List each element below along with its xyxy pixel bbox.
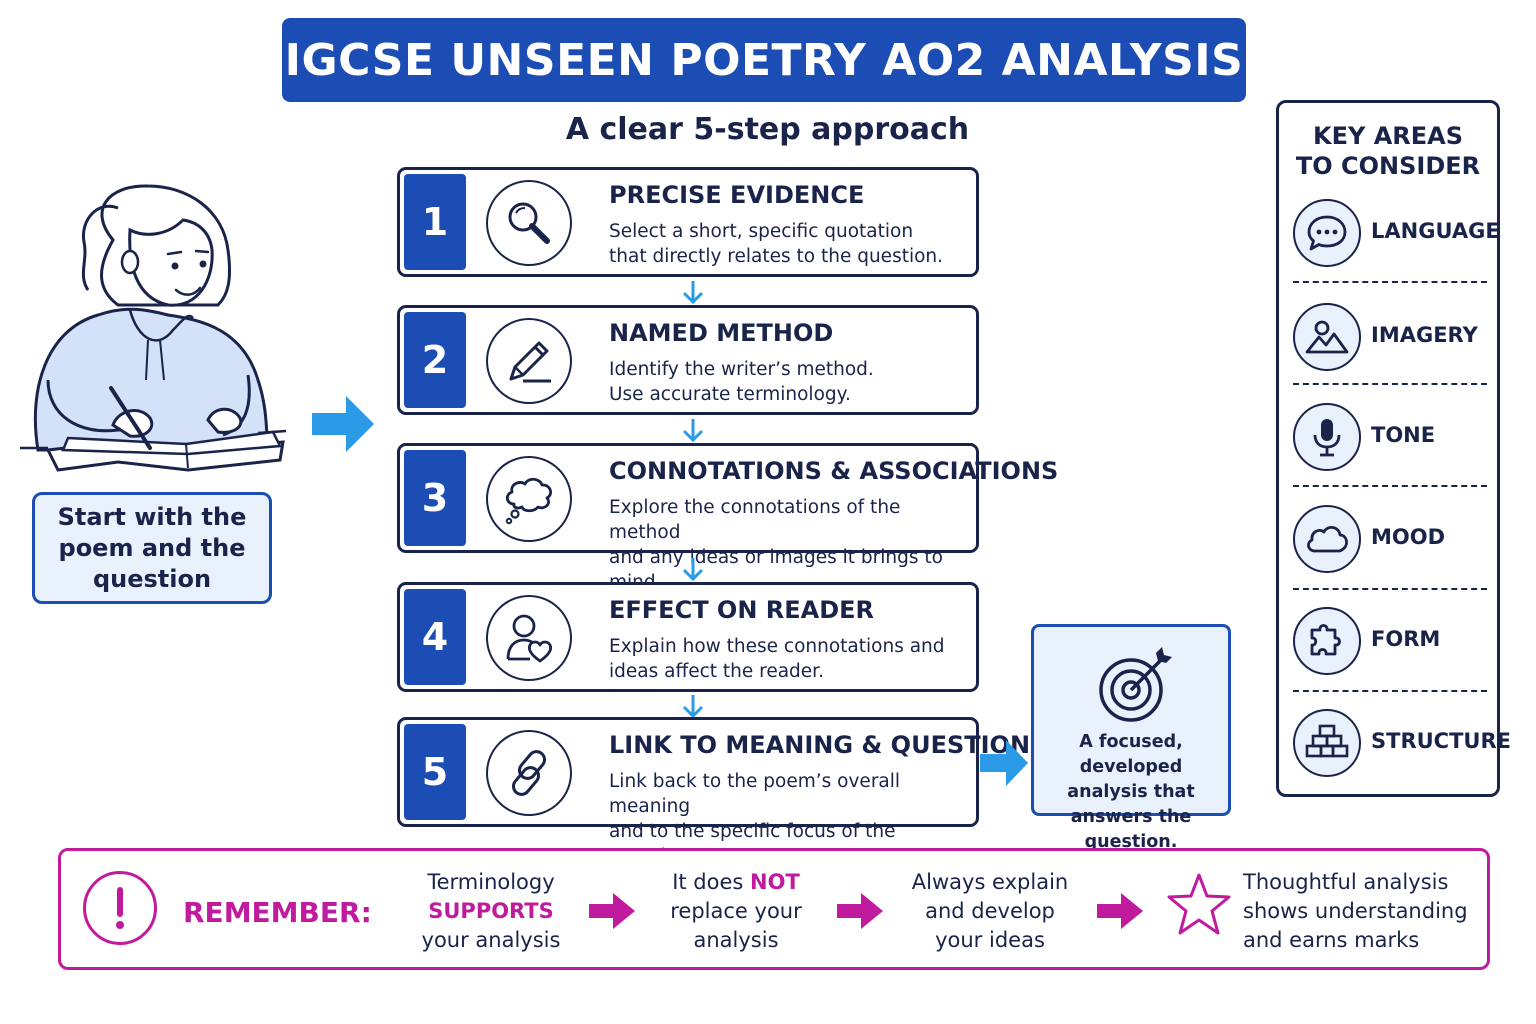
key-area-label: FORM	[1371, 627, 1441, 651]
arrow-right-icon	[837, 893, 883, 929]
start-text: Start with the poem and the question	[57, 502, 247, 593]
remember-point-1: Terminology SUPPORTS your analysis	[421, 870, 561, 952]
speech-bubble-icon	[1293, 199, 1361, 267]
result-box: A focused, developed analysis that answe…	[1031, 624, 1231, 852]
magnifying-glass-icon	[486, 180, 572, 266]
key-area-label: STRUCTURE	[1371, 729, 1511, 753]
cloud-icon	[1293, 505, 1361, 573]
student-writing-illustration	[20, 184, 287, 472]
key-area-tone: TONE	[1291, 403, 1491, 475]
key-area-form: FORM	[1291, 607, 1491, 679]
target-icon	[1099, 647, 1172, 722]
blocks-icon	[1293, 709, 1361, 777]
step-title: CONNOTATIONS & ASSOCIATIONS	[609, 457, 1059, 485]
key-area-label: MOOD	[1371, 525, 1446, 549]
step-number: 1	[404, 174, 466, 270]
image-icon	[1293, 303, 1361, 371]
remember-point-2: It does NOT replace your analysis	[670, 870, 802, 952]
step-description: Identify the writer’s method.Use accurat…	[609, 359, 874, 405]
subtitle: A clear 5-step approach	[565, 112, 970, 147]
arrow-right-icon	[1097, 893, 1143, 929]
step-2: 2 NAMED METHOD Identify the writer’s met…	[397, 305, 979, 415]
star-icon	[1167, 873, 1231, 935]
key-area-label: LANGUAGE	[1371, 219, 1500, 243]
puzzle-icon	[1293, 607, 1361, 675]
exclamation-icon	[83, 871, 157, 945]
step-3: 3 CONNOTATIONS & ASSOCIATIONS Explore th…	[397, 443, 1058, 593]
reader-heart-icon	[486, 595, 572, 681]
chain-link-icon	[486, 730, 572, 816]
key-area-structure: STRUCTURE	[1291, 709, 1511, 781]
step-number: 5	[404, 724, 466, 820]
arrow-down-icon	[682, 558, 704, 582]
divider	[1293, 690, 1487, 692]
step-1: 1 PRECISE EVIDENCE Select a short, speci…	[397, 167, 979, 277]
step-title: PRECISE EVIDENCE	[609, 181, 865, 209]
key-area-imagery: IMAGERY	[1291, 303, 1491, 375]
page-title: IGCSE UNSEEN POETRY AO2 ANALYSIS	[284, 34, 1244, 86]
step-number: 2	[404, 312, 466, 408]
key-area-mood: MOOD	[1291, 505, 1491, 577]
thought-bubble-icon	[486, 456, 572, 542]
divider	[1293, 588, 1487, 590]
divider	[1293, 383, 1487, 385]
divider	[1293, 281, 1487, 283]
result-text: A focused, developed analysis that answe…	[1067, 732, 1195, 852]
step-5: 5 LINK TO MEANING & QUESTION Link back t…	[397, 717, 1030, 867]
step-number: 4	[404, 589, 466, 685]
arrow-down-icon	[682, 281, 704, 305]
arrow-right-icon	[589, 893, 635, 929]
remember-point-4: Thoughtful analysis shows understanding …	[1243, 870, 1468, 952]
arrow-right-icon	[312, 396, 374, 452]
key-area-label: TONE	[1371, 423, 1436, 447]
step-title: LINK TO MEANING & QUESTION	[609, 731, 1031, 759]
remember-point-3: Always explain and develop your ideas	[911, 870, 1069, 952]
arrow-right-icon	[980, 740, 1028, 786]
title-banner: IGCSE UNSEEN POETRY AO2 ANALYSIS	[282, 18, 1246, 102]
step-title: NAMED METHOD	[609, 319, 834, 347]
remember-label: REMEMBER:	[183, 896, 372, 929]
remember-bar: REMEMBER: Terminology SUPPORTS your anal…	[58, 848, 1490, 970]
divider	[1293, 485, 1487, 487]
key-area-label: IMAGERY	[1371, 323, 1478, 347]
step-title: EFFECT ON READER	[609, 596, 875, 624]
step-4: 4 EFFECT ON READER Explain how these con…	[397, 582, 979, 692]
arrow-down-icon	[682, 695, 704, 719]
microphone-icon	[1293, 403, 1361, 471]
start-box: Start with the poem and the question	[32, 492, 272, 604]
arrow-down-icon	[682, 419, 704, 443]
key-area-language: LANGUAGE	[1291, 199, 1500, 271]
step-number: 3	[404, 450, 466, 546]
pencil-icon	[486, 318, 572, 404]
